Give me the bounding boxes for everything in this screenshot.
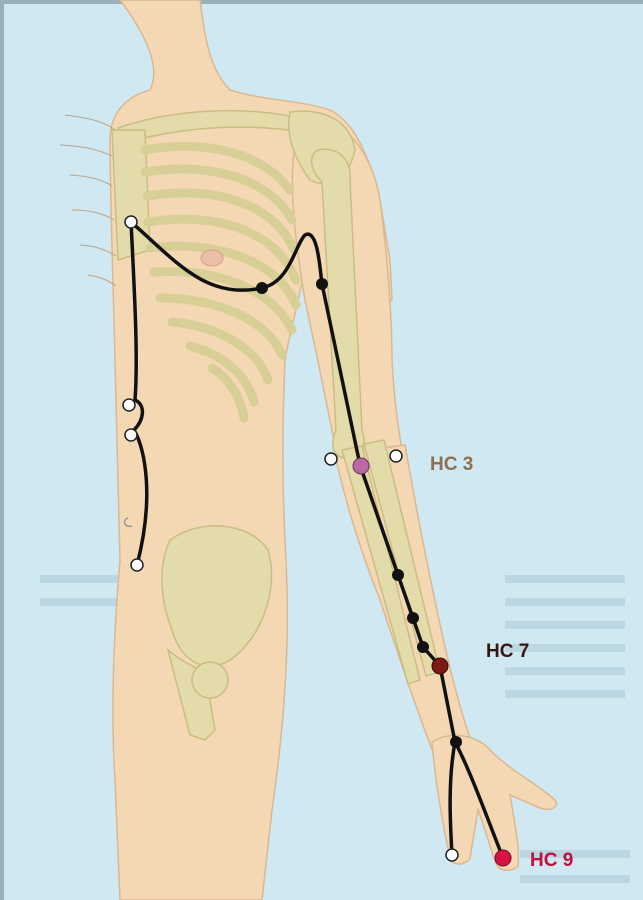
point-open <box>446 849 458 861</box>
point-filled <box>407 612 419 624</box>
point-open <box>123 399 135 411</box>
point-open <box>131 559 143 571</box>
point-filled <box>316 278 328 290</box>
point-open <box>125 429 137 441</box>
point-filled <box>417 641 429 653</box>
point-filled <box>392 569 404 581</box>
left-border <box>0 0 4 900</box>
point-filled <box>256 282 268 294</box>
hc9-label: HC 9 <box>530 850 573 871</box>
point-open <box>390 450 402 462</box>
point-open <box>325 453 337 465</box>
point-filled <box>450 736 462 748</box>
top-border <box>0 0 643 4</box>
hc9-point <box>495 850 511 866</box>
point-open <box>125 216 137 228</box>
nipple <box>201 250 223 266</box>
hc7-point <box>432 658 448 674</box>
hc3-label: HC 3 <box>430 454 473 475</box>
hc7-label: HC 7 <box>486 641 529 662</box>
hc3-point <box>353 458 369 474</box>
